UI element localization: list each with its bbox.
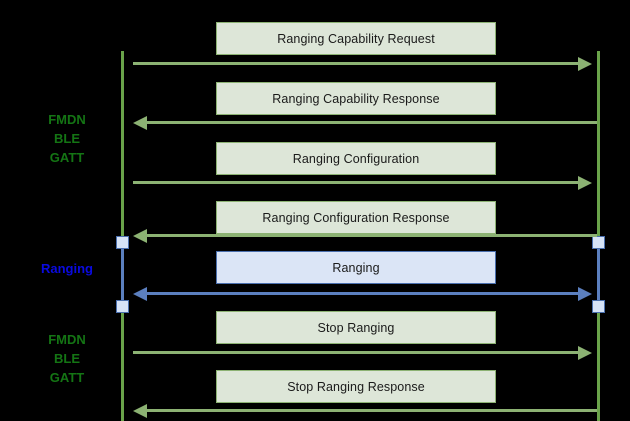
message-arrow-line-stop-ranging-response	[147, 409, 597, 412]
activation-marker-right-end	[592, 300, 605, 313]
message-arrow-head-stop-ranging	[578, 345, 592, 360]
message-box-stop-ranging-response: Stop Ranging Response	[216, 370, 496, 403]
lifeline-right-green-upper	[597, 51, 600, 242]
message-arrow-line-ranging-capability-response	[147, 121, 597, 124]
activation-marker-right-start	[592, 236, 605, 249]
message-box-ranging-capability-response: Ranging Capability Response	[216, 82, 496, 115]
message-box-ranging-configuration-response: Ranging Configuration Response	[216, 201, 496, 234]
message-arrow-head-ranging-capability-request	[578, 56, 592, 71]
message-box-ranging: Ranging	[216, 251, 496, 284]
message-arrow-head-ranging-capability-response	[133, 115, 147, 130]
message-arrow-line-ranging	[147, 292, 578, 295]
lifeline-left-green-upper	[121, 51, 124, 242]
message-arrow-head-ranging-left	[133, 286, 147, 301]
lifeline-left-green-lower	[121, 307, 124, 421]
message-arrow-line-ranging-configuration	[133, 181, 578, 184]
message-arrow-line-ranging-capability-request	[133, 62, 578, 65]
lifeline-left-blue-activation-span	[121, 242, 124, 307]
message-box-ranging-capability-request: Ranging Capability Request	[216, 22, 496, 55]
message-arrow-head-ranging-configuration	[578, 175, 592, 190]
activation-marker-left-start	[116, 236, 129, 249]
message-arrow-head-ranging-right	[578, 286, 592, 301]
message-arrow-head-stop-ranging-response	[133, 403, 147, 418]
phase-label-ranging: Ranging	[41, 261, 93, 276]
message-arrow-head-ranging-configuration-response	[133, 228, 147, 243]
message-arrow-line-stop-ranging	[133, 351, 578, 354]
lifeline-right-blue-activation-span	[597, 242, 600, 307]
phase-label-fmdn-ble-gatt-bottom: FMDN BLE GATT	[48, 332, 86, 385]
lifeline-right-green-lower	[597, 307, 600, 421]
activation-marker-left-end	[116, 300, 129, 313]
phase-label-fmdn-ble-gatt-top: FMDN BLE GATT	[48, 112, 86, 165]
message-box-ranging-configuration: Ranging Configuration	[216, 142, 496, 175]
message-box-stop-ranging: Stop Ranging	[216, 311, 496, 344]
message-arrow-line-ranging-configuration-response	[147, 234, 597, 237]
